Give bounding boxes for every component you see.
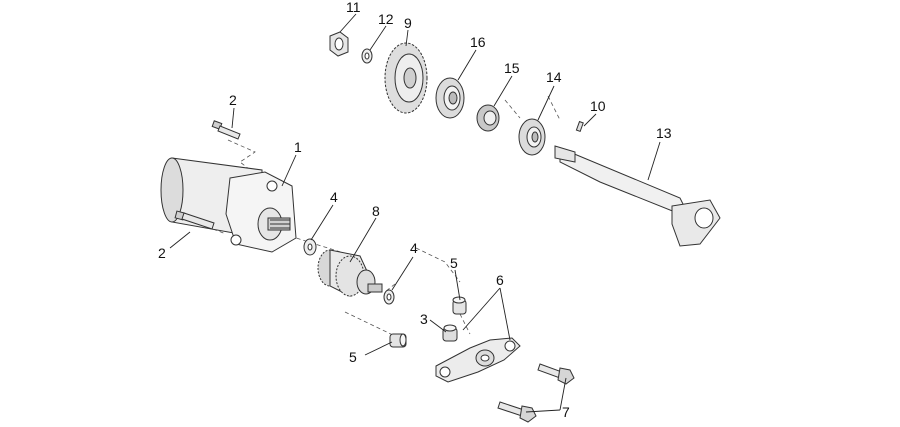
- screw-upper: [211, 120, 241, 140]
- bolt-lower: [497, 401, 537, 423]
- bearing-upper: [435, 77, 465, 119]
- callout-13: 13: [656, 125, 672, 141]
- callout-8: 8: [372, 203, 380, 219]
- callout-5-lower: 5: [349, 349, 357, 365]
- support-bracket: [435, 337, 521, 383]
- spacer: [442, 324, 458, 342]
- callout-3: 3: [420, 311, 428, 327]
- callout-15: 15: [504, 60, 520, 76]
- callout-4-left: 4: [330, 189, 338, 205]
- needle-bearing: [476, 104, 500, 132]
- callout-4-right: 4: [410, 240, 418, 256]
- bolt-upper: [537, 363, 575, 385]
- screw-lower: [174, 210, 215, 230]
- washer-right: [383, 289, 395, 305]
- callout-labels: 1 2 2 3 4 4 5 5 6 7 8 9 10 11 12 13 14 1…: [158, 0, 672, 420]
- callout-12: 12: [378, 11, 394, 27]
- leader-lines: [169, 13, 661, 413]
- callout-1: 1: [294, 139, 302, 155]
- callout-6: 6: [496, 272, 504, 288]
- callout-16: 16: [470, 34, 486, 50]
- starter-drive-gear: [317, 249, 383, 297]
- callout-14: 14: [546, 69, 562, 85]
- washer-small: [361, 48, 373, 64]
- callout-11: 11: [346, 0, 361, 15]
- key-pin: [575, 120, 584, 133]
- callout-10: 10: [590, 98, 606, 114]
- callout-5-upper: 5: [450, 255, 458, 271]
- callout-9: 9: [404, 15, 412, 31]
- kickstart-shaft: [554, 145, 721, 247]
- bushing-upper: [452, 296, 467, 315]
- callout-2-lower: 2: [158, 245, 166, 261]
- callout-2-upper: 2: [229, 92, 237, 108]
- bearing-lower: [518, 118, 546, 156]
- washer-left: [303, 238, 317, 256]
- callout-7: 7: [562, 404, 570, 420]
- starter-motor: [160, 157, 297, 253]
- nut: [329, 31, 349, 57]
- bushing-lower: [389, 333, 407, 348]
- intermediate-gear: [384, 42, 428, 114]
